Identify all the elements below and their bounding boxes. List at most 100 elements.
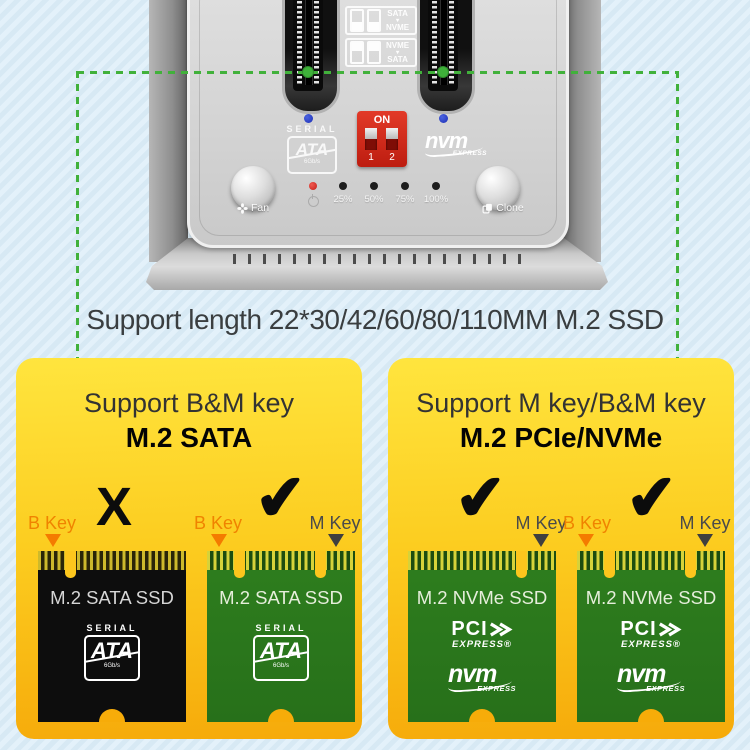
vent-slots <box>233 254 521 264</box>
m-key-triangle-icon <box>697 534 713 547</box>
m-key-triangle-icon <box>328 534 344 547</box>
pci-express-logo: PCI EXPRESS® <box>451 618 513 650</box>
nvme-logo: nvm EXPRESS <box>424 128 487 158</box>
sata-speed-text: 6Gb/s <box>303 158 320 165</box>
dip-on-label: ON <box>373 114 391 126</box>
gold-fingers <box>408 551 556 570</box>
slot2-led <box>439 114 448 123</box>
ssd-bm-key-green: M.2 NVMe SSD PCI EXPRESS® nvm EXPRESS <box>577 551 725 722</box>
mount-notch <box>99 709 125 722</box>
callout-dot-slot1 <box>302 66 314 78</box>
led-75 <box>401 182 409 190</box>
led-label-75: 75% <box>395 194 415 205</box>
clone-button-label-row: Clone <box>458 202 548 214</box>
b-key-notch <box>604 551 615 578</box>
dip-switch-2 <box>386 128 398 150</box>
power-led <box>309 182 317 190</box>
m-key-label: M Key <box>309 513 361 533</box>
dip-switch-1 <box>365 128 377 150</box>
m2-slot-2 <box>417 0 475 114</box>
ssd-name: M.2 SATA SSD <box>50 587 174 608</box>
m-key-notch <box>315 551 326 578</box>
ssd-bkey-black: M.2 SATA SSD SERIAL ATA 6Gb/s <box>38 551 186 722</box>
nvm-express-text: EXPRESS <box>452 149 487 157</box>
slot1-led <box>304 114 313 123</box>
card-subtitle: M.2 SATA <box>125 422 253 453</box>
gold-fingers <box>577 551 725 570</box>
led-100 <box>432 182 440 190</box>
ssd-bm-key-green: M.2 SATA SSD SERIAL ATA 6Gb/s <box>207 551 355 722</box>
fan-button-label-row: Fan <box>208 202 298 214</box>
gold-fingers <box>207 551 355 570</box>
m-key-notch <box>516 551 527 578</box>
down-arrow-icon: ▼ <box>394 49 401 56</box>
serial-ata-logo: SERIAL ATA 6Gb/s <box>82 623 142 681</box>
ssd-name: M.2 NVMe SSD <box>416 587 548 608</box>
card-m2-sata: Support B&M key M.2 SATA B Key X B Key ✔… <box>16 358 362 739</box>
clone-button <box>476 166 520 210</box>
b-key-triangle-icon <box>211 534 227 547</box>
card-title: Support M key/B&M key <box>416 388 706 418</box>
b-key-triangle-icon <box>45 534 61 547</box>
dip-pin2-label: 2 <box>389 152 395 163</box>
b-key-label: B Key <box>27 513 77 533</box>
b-key-notch <box>234 551 245 578</box>
card-m2-nvme: Support M key/B&M key M.2 PCIe/NVMe ✔ M … <box>388 358 734 739</box>
callout-line-left <box>76 71 79 365</box>
b-key-label: B Key <box>193 513 243 533</box>
dip-switch-icon <box>367 9 381 32</box>
callout-line-horizontal <box>77 71 678 74</box>
pcie-chevrons-icon <box>489 622 513 636</box>
m-key-triangle-icon <box>533 534 549 547</box>
gold-fingers <box>38 551 186 570</box>
serial-ata-logo: SERIAL ATA 6Gb/s <box>283 124 341 174</box>
power-icon <box>308 194 319 207</box>
ssd-name: M.2 SATA SSD <box>219 587 343 608</box>
device-left-side <box>149 0 188 262</box>
ssd-mkey-green: M.2 NVMe SSD PCI EXPRESS® nvm EXPRESS <box>408 551 556 722</box>
legend-from: NVME <box>386 40 410 50</box>
led-50 <box>370 182 378 190</box>
serial-ata-text: SERIAL <box>286 124 338 134</box>
legend-nvme-to-sata: NVME ▼ SATA <box>345 38 417 67</box>
clone-button-label: Clone <box>496 202 524 214</box>
fan-icon <box>237 202 248 214</box>
card-subtitle: M.2 PCIe/NVMe <box>459 422 663 453</box>
mount-notch <box>638 709 664 722</box>
fan-button <box>231 166 275 210</box>
clone-icon <box>482 203 493 213</box>
m-key-notch <box>685 551 696 578</box>
dip-switch-icon <box>350 41 364 64</box>
dip-switch-icon <box>350 9 364 32</box>
connector-pins-icon <box>297 0 302 84</box>
fan-button-label: Fan <box>250 202 270 214</box>
m-key-label: M Key <box>515 513 567 533</box>
pci-express-logo: PCI EXPRESS® <box>620 618 682 650</box>
mount-notch <box>268 709 294 722</box>
connector-pins-icon <box>432 0 437 84</box>
serial-ata-logo: SERIAL ATA 6Gb/s <box>251 623 311 681</box>
led-label-50: 50% <box>364 194 384 205</box>
dip-switch-block: ON 1 2 <box>357 111 407 167</box>
legend-from: SATA <box>387 8 408 18</box>
m-key-label: M Key <box>679 513 731 533</box>
ssd-name: M.2 NVMe SSD <box>585 587 717 608</box>
led-label-25: 25% <box>333 194 353 205</box>
b-key-label: B Key <box>562 513 612 533</box>
support-length-caption: Support length 22*30/42/60/80/110MM M.2 … <box>86 304 664 335</box>
nvm-text: nvm <box>425 128 468 153</box>
mount-notch <box>469 709 495 722</box>
legend-sata-to-nvme: SATA ▼ NVME <box>345 6 417 35</box>
b-key-triangle-icon <box>578 534 594 547</box>
b-key-notch <box>65 551 76 578</box>
m2-slot-1 <box>282 0 340 114</box>
led-25 <box>339 182 347 190</box>
nvme-logo: nvm EXPRESS <box>447 660 516 693</box>
card-title: Support B&M key <box>83 388 295 418</box>
nvme-logo: nvm EXPRESS <box>616 660 685 693</box>
callout-line-right <box>676 71 679 365</box>
connector-channel <box>305 0 313 85</box>
callout-dot-slot2 <box>437 66 449 78</box>
connector-channel <box>440 0 448 85</box>
